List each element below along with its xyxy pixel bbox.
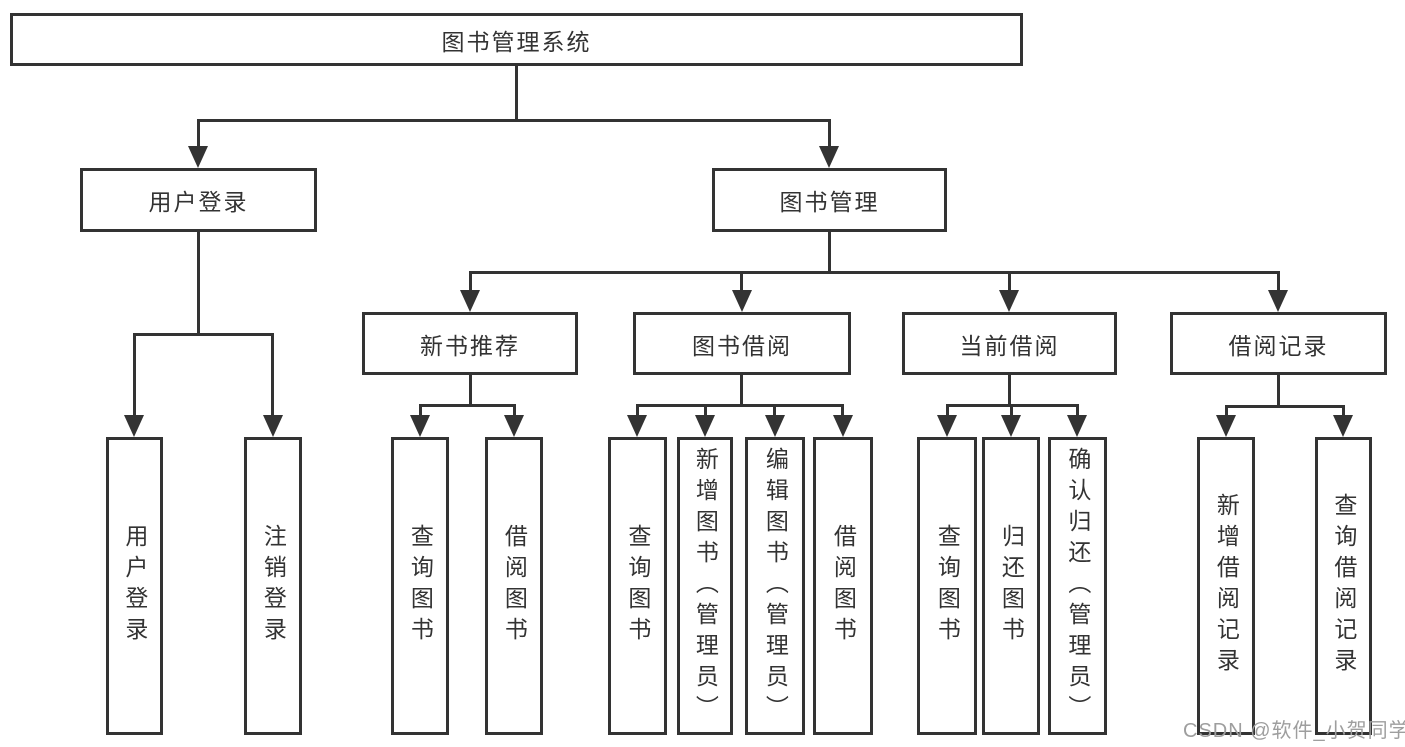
leaf-bb-query-books: 查询图书 xyxy=(608,437,667,735)
leaf-cb-return-books-label: 归还图书 xyxy=(998,524,1025,648)
arrowhead-down-icon xyxy=(188,146,208,168)
leaf-cb-return-books: 归还图书 xyxy=(982,437,1040,735)
connector-hline xyxy=(197,119,831,122)
leaf-user-login: 用户登录 xyxy=(106,437,163,735)
arrowhead-down-icon xyxy=(1001,415,1021,437)
leaf-br-add-record-label: 新增借阅记录 xyxy=(1213,493,1240,679)
node-book-borrowing-label: 图书借阅 xyxy=(692,332,792,359)
arrowhead-down-icon xyxy=(263,415,283,437)
connector-vline xyxy=(704,404,707,419)
connector-vline xyxy=(636,404,639,419)
leaf-nb-borrow-books-label: 借阅图书 xyxy=(501,524,528,648)
leaf-cb-confirm-return-admin: 确认归还（管理员） xyxy=(1048,437,1107,735)
arrowhead-down-icon xyxy=(1216,415,1236,437)
connector-vline xyxy=(515,64,518,122)
connector-vline xyxy=(133,333,136,419)
leaf-bb-borrow-books-label: 借阅图书 xyxy=(830,524,857,648)
csdn-watermark: CSDN @软件_小贺同学 xyxy=(1183,720,1405,742)
connector-vline xyxy=(773,404,776,419)
connector-hline xyxy=(636,404,844,407)
node-root: 图书管理系统 xyxy=(10,13,1023,66)
connector-vline xyxy=(1010,404,1013,419)
connector-vline xyxy=(740,271,743,292)
arrowhead-down-icon xyxy=(124,415,144,437)
arrowhead-down-icon xyxy=(1268,290,1288,312)
connector-vline xyxy=(1008,373,1011,407)
arrowhead-down-icon xyxy=(1333,415,1353,437)
node-book-borrowing: 图书借阅 xyxy=(633,312,851,375)
arrowhead-down-icon xyxy=(732,290,752,312)
leaf-cb-confirm-return-admin-label: 确认归还（管理员） xyxy=(1064,446,1091,726)
node-borrowing-records-label: 借阅记录 xyxy=(1228,332,1329,359)
node-current-borrowing: 当前借阅 xyxy=(902,312,1117,375)
connector-vline xyxy=(271,333,274,419)
connector-vline xyxy=(469,271,472,292)
connector-hline xyxy=(1225,405,1344,408)
connector-vline xyxy=(513,404,516,419)
connector-vline xyxy=(1342,405,1345,419)
leaf-user-login-label: 用户登录 xyxy=(121,524,148,648)
node-borrowing-records: 借阅记录 xyxy=(1170,312,1387,375)
arrowhead-down-icon xyxy=(627,415,647,437)
connector-vline xyxy=(419,404,422,419)
arrowhead-down-icon xyxy=(937,415,957,437)
node-new-book-recommend-label: 新书推荐 xyxy=(420,332,520,359)
node-book-management-label: 图书管理 xyxy=(779,189,880,215)
connector-vline xyxy=(197,230,200,336)
leaf-logout-label: 注销登录 xyxy=(260,524,287,648)
connector-vline xyxy=(469,373,472,407)
leaf-br-query-record-label: 查询借阅记录 xyxy=(1330,493,1357,679)
node-book-management: 图书管理 xyxy=(712,168,947,232)
leaf-bb-query-books-label: 查询图书 xyxy=(624,524,651,648)
arrowhead-down-icon xyxy=(695,415,715,437)
connector-vline xyxy=(740,373,743,407)
connector-hline xyxy=(469,271,1280,274)
node-root-label: 图书管理系统 xyxy=(441,28,592,55)
connector-vline xyxy=(1225,405,1228,419)
leaf-cb-query-books-label: 查询图书 xyxy=(934,524,961,648)
arrowhead-down-icon xyxy=(410,415,430,437)
leaf-nb-borrow-books: 借阅图书 xyxy=(485,437,543,735)
arrowhead-down-icon xyxy=(1067,415,1087,437)
connector-vline xyxy=(1277,271,1280,292)
node-user-login-label: 用户登录 xyxy=(148,189,249,215)
arrowhead-down-icon xyxy=(504,415,524,437)
node-user-login: 用户登录 xyxy=(80,168,317,232)
leaf-bb-add-books-admin-label: 新增图书（管理员） xyxy=(692,446,719,726)
node-current-borrowing-label: 当前借阅 xyxy=(959,332,1060,359)
connector-vline xyxy=(946,404,949,419)
arrowhead-down-icon xyxy=(460,290,480,312)
leaf-logout: 注销登录 xyxy=(244,437,302,735)
arrowhead-down-icon xyxy=(999,290,1019,312)
arrowhead-down-icon xyxy=(819,146,839,168)
connector-vline xyxy=(1076,404,1079,419)
leaf-nb-query-books: 查询图书 xyxy=(391,437,449,735)
leaf-bb-borrow-books: 借阅图书 xyxy=(813,437,873,735)
connector-vline xyxy=(828,230,831,274)
arrowhead-down-icon xyxy=(765,415,785,437)
leaf-bb-add-books-admin: 新增图书（管理员） xyxy=(677,437,733,735)
leaf-nb-query-books-label: 查询图书 xyxy=(407,524,434,648)
leaf-br-query-record: 查询借阅记录 xyxy=(1315,437,1372,735)
leaf-cb-query-books: 查询图书 xyxy=(917,437,977,735)
connector-vline xyxy=(1277,373,1280,408)
leaf-bb-edit-books-admin: 编辑图书（管理员） xyxy=(745,437,805,735)
connector-vline xyxy=(1008,271,1011,292)
arrowhead-down-icon xyxy=(833,415,853,437)
connector-vline xyxy=(841,404,844,419)
connector-hline xyxy=(133,333,274,336)
leaf-bb-edit-books-admin-label: 编辑图书（管理员） xyxy=(762,446,789,726)
connector-hline xyxy=(419,404,515,407)
connector-vline xyxy=(197,119,200,150)
connector-vline xyxy=(828,119,831,150)
node-new-book-recommend: 新书推荐 xyxy=(362,312,578,375)
leaf-br-add-record: 新增借阅记录 xyxy=(1197,437,1255,735)
